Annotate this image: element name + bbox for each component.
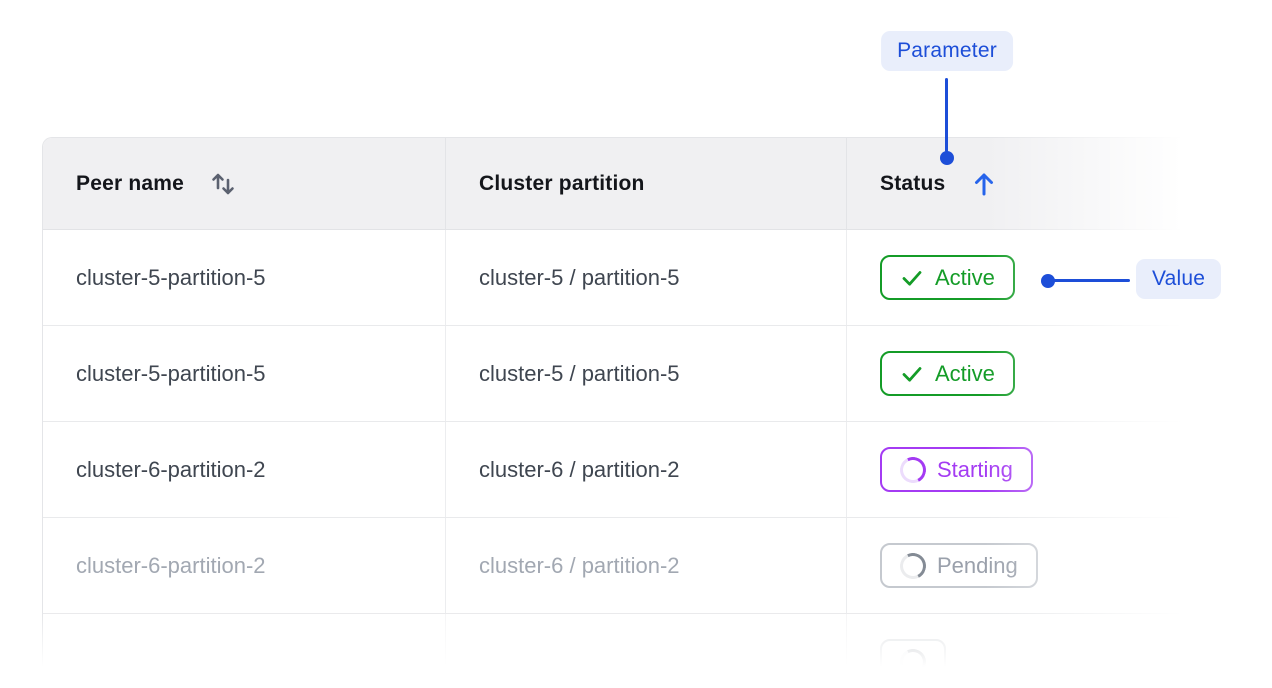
status-badge: Active xyxy=(880,255,1015,300)
peers-table: Peer name Cluster partition Status xyxy=(42,137,1215,688)
table-row: cluster-6-partition-2 cluster-6 / partit… xyxy=(43,518,1215,614)
status-cell xyxy=(847,614,1215,688)
arrow-up-icon[interactable] xyxy=(972,171,996,197)
table-row: cluster-6-partition-2 cluster-6 / partit… xyxy=(43,422,1215,518)
status-badge-label: Starting xyxy=(937,456,1013,482)
column-header-label: Cluster partition xyxy=(479,171,645,195)
check-icon xyxy=(900,362,924,386)
table-row xyxy=(43,614,1215,688)
peer-name-cell xyxy=(43,614,446,688)
value-callout-line xyxy=(1052,279,1130,282)
table-header-row: Peer name Cluster partition Status xyxy=(43,138,1215,230)
status-cell: Starting xyxy=(847,422,1215,517)
table-body: cluster-5-partition-5 cluster-5 / partit… xyxy=(43,230,1215,688)
cluster-partition-cell: cluster-6 / partition-2 xyxy=(446,518,847,613)
parameter-callout-line xyxy=(945,78,948,152)
spinner-icon xyxy=(896,453,930,486)
status-badge-label: Active xyxy=(935,264,995,290)
status-badge xyxy=(880,639,946,684)
table-row: cluster-5-partition-5 cluster-5 / partit… xyxy=(43,230,1215,326)
cluster-partition-cell: cluster-6 / partition-2 xyxy=(446,422,847,517)
status-cell: Active xyxy=(847,326,1215,421)
column-header-label: Peer name xyxy=(76,171,185,195)
cluster-partition-cell: cluster-5 / partition-5 xyxy=(446,230,847,325)
sort-both-icon[interactable] xyxy=(210,170,236,198)
value-callout-label: Value xyxy=(1152,267,1206,290)
status-badge: Active xyxy=(880,351,1015,396)
peer-name-cell: cluster-6-partition-2 xyxy=(43,422,446,517)
parameter-callout-label: Parameter xyxy=(897,39,997,62)
value-callout-dot xyxy=(1041,274,1055,288)
peer-name-cell: cluster-5-partition-5 xyxy=(43,326,446,421)
spinner-icon xyxy=(896,549,930,582)
spinner-icon xyxy=(896,645,930,678)
column-header-cluster-partition[interactable]: Cluster partition xyxy=(446,138,847,229)
column-header-status[interactable]: Status xyxy=(847,138,1215,229)
status-badge: Pending xyxy=(880,543,1038,588)
peer-name-cell: cluster-5-partition-5 xyxy=(43,230,446,325)
parameter-callout-chip: Parameter xyxy=(881,31,1013,71)
table-row: cluster-5-partition-5 cluster-5 / partit… xyxy=(43,326,1215,422)
column-header-peer-name[interactable]: Peer name xyxy=(43,138,446,229)
status-badge: Starting xyxy=(880,447,1033,492)
parameter-callout-dot xyxy=(940,151,954,165)
cluster-partition-cell xyxy=(446,614,847,688)
cluster-partition-cell: cluster-5 / partition-5 xyxy=(446,326,847,421)
check-icon xyxy=(900,266,924,290)
column-header-label: Status xyxy=(880,171,946,195)
status-cell: Pending xyxy=(847,518,1215,613)
peer-name-cell: cluster-6-partition-2 xyxy=(43,518,446,613)
status-badge-label: Pending xyxy=(937,552,1018,578)
value-callout-chip: Value xyxy=(1136,259,1222,299)
status-badge-label: Active xyxy=(935,360,995,386)
